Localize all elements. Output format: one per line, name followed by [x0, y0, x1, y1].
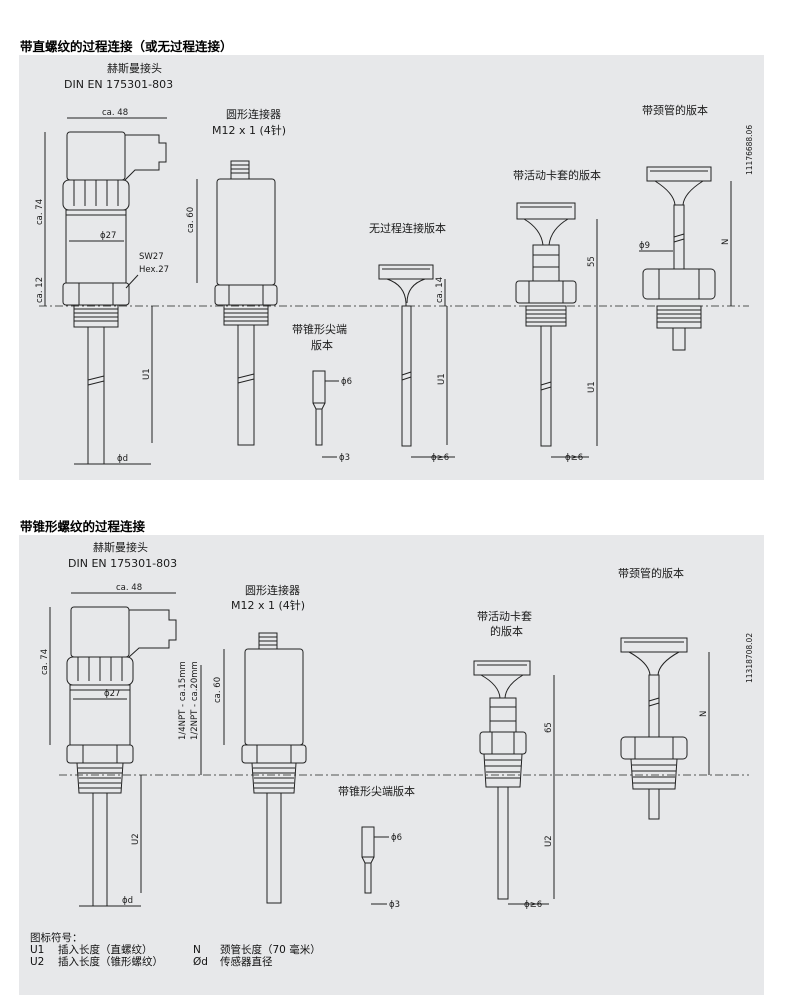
s1-dim-u1-b: U1	[437, 373, 447, 385]
s2-hirschmann-label-2: DIN EN 175301-803	[68, 557, 177, 570]
s1-hirschmann-label-1: 赫斯曼接头	[107, 62, 162, 75]
s1-dim-dge6-b: ϕ≥6	[565, 453, 583, 463]
s1-hirschmann-sensor	[62, 131, 167, 465]
legend-row: U1 插入长度（直螺纹） N 颈管长度（70 毫米）	[30, 944, 321, 956]
s1-no-process-label: 无过程连接版本	[369, 221, 446, 235]
legend-text2: 颈管长度（70 毫米）	[220, 944, 321, 956]
s2-dim-npt12: 1/2NPT - ca.20mm	[190, 661, 200, 740]
s1-neck-sensor	[642, 166, 716, 351]
s2-dim-ca74: ca. 74	[40, 649, 50, 675]
s1-dim-ca74: ca. 74	[35, 199, 45, 225]
s2-hirschmann-label-1: 赫斯曼接头	[93, 541, 148, 554]
section1-panel: 赫斯曼接头 DIN EN 175301-803 圆形连接器 M12 x 1 (4…	[19, 55, 764, 480]
s1-dim-u1-c: U1	[587, 381, 597, 393]
legend: 图标符号： U1 插入长度（直螺纹） N 颈管长度（70 毫米） U2 插入长度…	[30, 932, 321, 968]
s1-dim-ca12: ca. 12	[35, 277, 45, 303]
s2-dim-ca48: ca. 48	[116, 583, 142, 593]
s1-dim-d9: ϕ9	[639, 241, 650, 251]
legend-title: 图标符号：	[30, 932, 83, 944]
s2-tapered-tip	[361, 826, 375, 894]
s1-dim-dd: ϕd	[117, 454, 128, 464]
legend-sym: U1	[30, 944, 45, 956]
legend-sym2: N	[193, 944, 201, 956]
s1-dim-u1-a: U1	[142, 368, 152, 380]
legend-sym: U2	[30, 956, 45, 968]
s2-neck-sensor	[620, 637, 688, 820]
s1-dim-hex27: Hex.27	[139, 265, 169, 275]
s1-dim-ca14: ca. 14	[435, 277, 445, 303]
s1-dim-n: N	[721, 239, 731, 245]
s2-dim-dd: ϕd	[122, 896, 133, 906]
s1-dim-sw27: SW27	[139, 252, 164, 262]
section2-panel: 赫斯曼接头 DIN EN 175301-803 圆形连接器 M12 x 1 (4…	[19, 535, 764, 995]
s1-m12-label-1: 圆形连接器	[226, 108, 281, 121]
s2-dim-n: N	[699, 711, 709, 717]
legend-text: 插入长度（锥形螺纹）	[58, 956, 163, 968]
s1-m12-label-2: M12 x 1 (4针)	[212, 123, 286, 137]
section2-title: 带锥形螺纹的过程连接	[20, 519, 146, 534]
section2-drawing: 赫斯曼接头 DIN EN 175301-803 圆形连接器 M12 x 1 (4…	[40, 541, 754, 910]
s2-compression-sensor	[473, 660, 531, 900]
s2-m12-sensor	[241, 632, 307, 904]
s2-dim-d6: ϕ6	[391, 833, 402, 843]
s1-neck-label: 带颈管的版本	[642, 103, 708, 117]
s2-dim-ca60: ca. 60	[213, 677, 223, 703]
s1-dim-d6: ϕ6	[341, 377, 352, 387]
s2-dim-65: 65	[544, 722, 554, 733]
section1-title: 带直螺纹的过程连接（或无过程连接）	[20, 39, 233, 54]
s1-dim-ca48: ca. 48	[102, 108, 128, 118]
s2-dim-npt14: 1/4NPT - ca.15mm	[178, 661, 188, 740]
s1-compression-sensor	[515, 202, 577, 447]
s1-dim-ca60: ca. 60	[186, 207, 196, 233]
s1-tapered-label-2: 版本	[311, 338, 333, 352]
s2-dim-u2-b: U2	[544, 835, 554, 847]
s2-compression-label-1: 带活动卡套	[477, 610, 532, 623]
s1-tapered-label-1: 带锥形尖端	[292, 323, 347, 336]
s1-dim-dge6-a: ϕ≥6	[431, 453, 449, 463]
legend-row: U2 插入长度（锥形螺纹） Ød 传感器直径	[30, 956, 321, 968]
s2-m12-label-2: M12 x 1 (4针)	[231, 598, 305, 612]
s1-dim-55: 55	[587, 256, 597, 267]
s2-compression-label-2: 的版本	[490, 624, 523, 638]
legend-sym2: Ød	[193, 956, 208, 968]
s2-dim-d3: ϕ3	[389, 900, 400, 910]
s2-m12-label-1: 圆形连接器	[245, 584, 300, 597]
s2-dim-u2-a: U2	[131, 833, 141, 845]
s1-drawing-number: 11176688.06	[745, 125, 754, 175]
s1-dim-d3: ϕ3	[339, 453, 350, 463]
s2-dim-dge6: ϕ≥6	[524, 900, 542, 910]
s1-tapered-tip	[312, 370, 326, 446]
section1-drawing: 赫斯曼接头 DIN EN 175301-803 圆形连接器 M12 x 1 (4…	[35, 62, 754, 465]
s1-no-process-sensor	[378, 264, 434, 447]
legend-text: 插入长度（直螺纹）	[58, 944, 153, 956]
s2-tapered-label: 带锥形尖端版本	[338, 784, 415, 798]
s1-hirschmann-label-2: DIN EN 175301-803	[64, 78, 173, 91]
s2-drawing-number: 11318708.02	[745, 633, 754, 683]
legend-text2: 传感器直径	[220, 956, 273, 968]
s1-m12-sensor	[214, 160, 278, 446]
s2-hirschmann-sensor	[66, 606, 177, 907]
s2-dim-d27: ϕ27	[104, 689, 120, 699]
s1-compression-label: 带活动卡套的版本	[513, 168, 601, 182]
s1-dim-d27: ϕ27	[100, 231, 116, 241]
s2-neck-label: 带颈管的版本	[618, 566, 684, 580]
